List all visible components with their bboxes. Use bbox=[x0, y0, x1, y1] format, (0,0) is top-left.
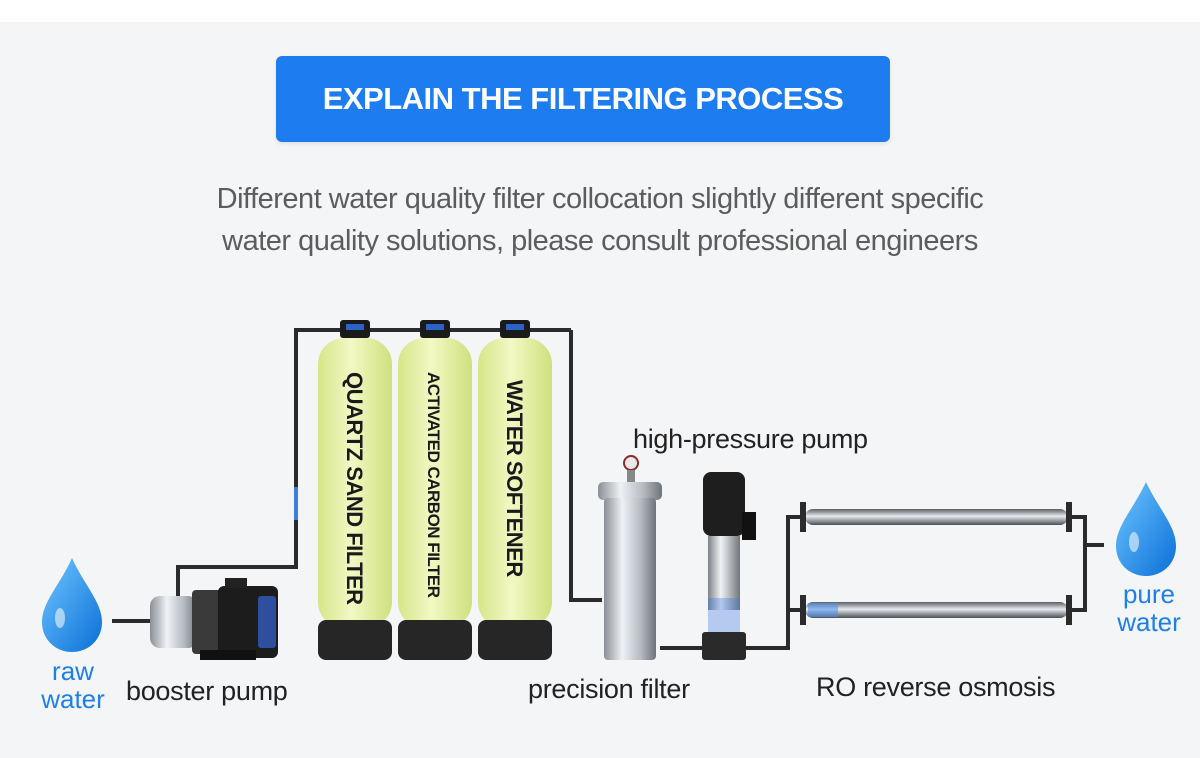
raw-water-line-1: raw bbox=[52, 656, 94, 686]
raw-water-line-2: water bbox=[41, 684, 105, 714]
raw-water-label: raw water bbox=[30, 657, 116, 713]
high-pressure-pump-icon bbox=[702, 472, 756, 660]
pure-water-drop-icon bbox=[1116, 482, 1176, 576]
pipe-ro-out bbox=[1068, 515, 1104, 612]
title-banner: EXPLAIN THE FILTERING PROCESS bbox=[276, 56, 890, 142]
pipe-booster-to-tanks bbox=[176, 328, 340, 598]
subtitle-line-2: water quality solutions, please consult … bbox=[222, 225, 978, 257]
precision-filter-label: precision filter bbox=[528, 674, 690, 704]
pipe-tanks-to-precision bbox=[569, 330, 602, 602]
top-band bbox=[0, 0, 1200, 22]
subtitle: Different water quality filter collocati… bbox=[100, 178, 1100, 262]
precision-filter-icon bbox=[598, 455, 662, 660]
tank-label-carbon: ACTIVATED CARBON FILTER bbox=[424, 372, 443, 598]
ro-membrane-top bbox=[800, 502, 1072, 532]
title-text: EXPLAIN THE FILTERING PROCESS bbox=[322, 81, 844, 116]
subtitle-line-1: Different water quality filter collocati… bbox=[216, 183, 984, 215]
ro-label: RO reverse osmosis bbox=[816, 672, 1056, 702]
pure-water-line-1: pure bbox=[1122, 579, 1176, 609]
tank-label-quartz: QUARTZ SAND FILTER bbox=[342, 372, 367, 605]
tank-activated-carbon bbox=[398, 320, 472, 660]
ro-membrane-bottom bbox=[800, 595, 1072, 625]
pure-water-line-2: water bbox=[1117, 607, 1181, 637]
raw-water-drop-icon bbox=[42, 558, 102, 652]
tank-quartz-sand bbox=[318, 320, 392, 660]
drop-shine bbox=[55, 608, 65, 628]
pipes bbox=[112, 328, 1104, 650]
booster-pump-icon bbox=[150, 578, 278, 660]
tank-label-softener: WATER SOFTENER bbox=[502, 380, 527, 577]
high-pressure-pump-label: high-pressure pump bbox=[633, 424, 868, 454]
booster-pump-label: booster pump bbox=[126, 676, 288, 706]
pure-water-label: pure water bbox=[1104, 580, 1194, 636]
drop-shine-2 bbox=[1129, 532, 1139, 552]
tank-water-softener bbox=[478, 320, 552, 660]
